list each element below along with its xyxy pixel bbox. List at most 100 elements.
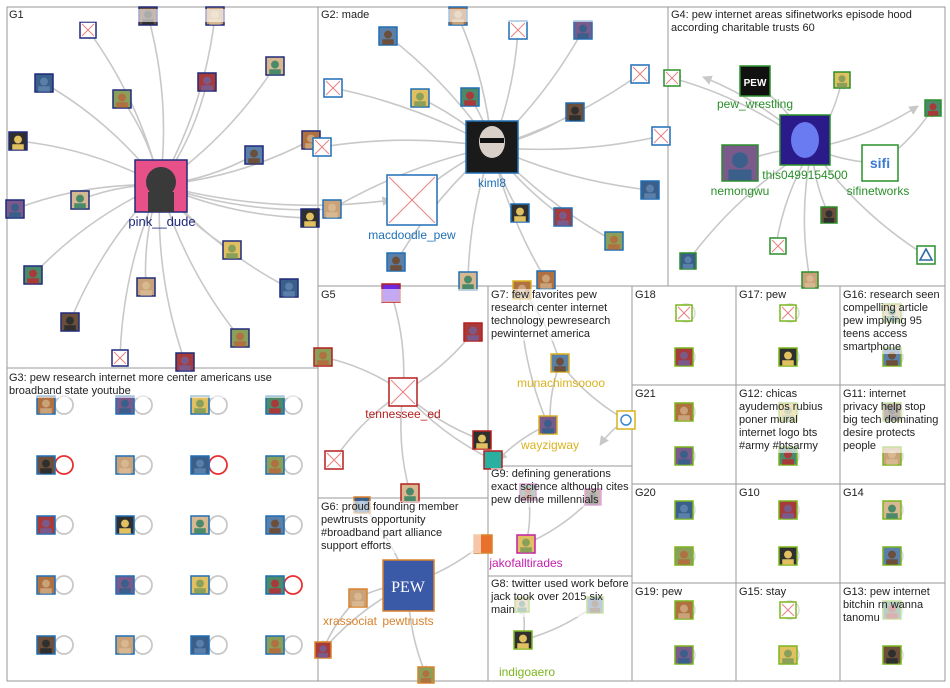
user-avatar[interactable] bbox=[779, 547, 797, 565]
user-avatar[interactable] bbox=[779, 348, 797, 366]
user-avatar[interactable] bbox=[37, 576, 55, 594]
tennessee-ed-missing-image-icon[interactable] bbox=[389, 378, 417, 406]
butterfly-avatar[interactable] bbox=[266, 57, 284, 75]
user-avatar[interactable] bbox=[191, 636, 209, 654]
user-avatar[interactable] bbox=[464, 323, 482, 341]
user-avatar[interactable] bbox=[245, 146, 263, 164]
user-avatar[interactable] bbox=[779, 646, 797, 664]
user-avatar[interactable] bbox=[323, 200, 341, 218]
user-avatar[interactable] bbox=[513, 281, 531, 299]
user-avatar[interactable] bbox=[418, 667, 434, 683]
user-avatar[interactable] bbox=[137, 278, 155, 296]
user-avatar[interactable] bbox=[139, 7, 157, 25]
user-avatar[interactable] bbox=[387, 253, 405, 271]
user-avatar[interactable] bbox=[511, 204, 529, 222]
user-avatar[interactable] bbox=[280, 279, 298, 297]
user-avatar[interactable] bbox=[37, 456, 55, 474]
user-avatar[interactable] bbox=[821, 207, 837, 223]
user-avatar[interactable] bbox=[551, 354, 569, 372]
user-avatar[interactable] bbox=[191, 516, 209, 534]
missing-image-icon[interactable] bbox=[676, 305, 692, 321]
user-avatar[interactable] bbox=[459, 272, 477, 290]
pew-wrestling-logo[interactable]: PEW bbox=[740, 66, 770, 96]
drive-logo-icon[interactable] bbox=[917, 246, 935, 264]
sun-logo-icon[interactable] bbox=[617, 411, 635, 429]
user-avatar[interactable] bbox=[461, 88, 479, 106]
missing-image-icon[interactable] bbox=[780, 305, 796, 321]
user-avatar[interactable] bbox=[37, 396, 55, 414]
user-avatar[interactable] bbox=[116, 396, 134, 414]
user-avatar[interactable] bbox=[6, 200, 24, 218]
missing-image-icon[interactable] bbox=[664, 70, 680, 86]
user-avatar[interactable] bbox=[449, 7, 467, 25]
missing-image-icon[interactable] bbox=[80, 22, 96, 38]
user-avatar[interactable] bbox=[315, 642, 331, 658]
user-avatar[interactable] bbox=[71, 191, 89, 209]
user-avatar[interactable] bbox=[24, 266, 42, 284]
user-avatar[interactable] bbox=[605, 232, 623, 250]
user-avatar[interactable] bbox=[675, 348, 693, 366]
user-avatar[interactable] bbox=[266, 456, 284, 474]
user-avatar[interactable] bbox=[116, 516, 134, 534]
user-avatar[interactable] bbox=[266, 516, 284, 534]
user-avatar[interactable] bbox=[779, 447, 797, 465]
user-avatar[interactable] bbox=[198, 73, 216, 91]
user-avatar[interactable] bbox=[349, 589, 367, 607]
user-avatar[interactable] bbox=[587, 597, 603, 613]
user-avatar[interactable] bbox=[883, 304, 901, 322]
user-avatar[interactable] bbox=[883, 447, 901, 465]
user-avatar[interactable] bbox=[401, 484, 419, 502]
user-avatar[interactable] bbox=[675, 403, 693, 421]
user-avatar[interactable] bbox=[802, 272, 818, 288]
user-avatar[interactable] bbox=[779, 501, 797, 519]
missing-image-icon[interactable] bbox=[325, 451, 343, 469]
user-avatar[interactable] bbox=[925, 100, 941, 116]
user-avatar[interactable] bbox=[675, 447, 693, 465]
user-avatar[interactable] bbox=[223, 241, 241, 259]
user-avatar[interactable] bbox=[883, 601, 901, 619]
user-avatar[interactable] bbox=[554, 208, 572, 226]
missing-image-icon[interactable] bbox=[780, 602, 796, 618]
user-avatar[interactable] bbox=[266, 396, 284, 414]
user-avatar[interactable] bbox=[883, 646, 901, 664]
user-avatar[interactable] bbox=[641, 181, 659, 199]
user-avatar[interactable] bbox=[61, 313, 79, 331]
user-avatar[interactable] bbox=[883, 501, 901, 519]
user-avatar[interactable] bbox=[266, 576, 284, 594]
sifinetworks-logo[interactable]: sifi bbox=[862, 145, 898, 181]
user-avatar[interactable] bbox=[779, 403, 797, 421]
pink-dude-avatar[interactable] bbox=[135, 160, 187, 212]
user-avatar[interactable] bbox=[515, 598, 529, 612]
user-avatar[interactable] bbox=[37, 516, 55, 534]
user-avatar[interactable] bbox=[35, 74, 53, 92]
purple-brand-avatar[interactable] bbox=[382, 284, 400, 302]
user-avatar[interactable] bbox=[537, 271, 555, 289]
user-avatar[interactable] bbox=[883, 547, 901, 565]
user-avatar[interactable] bbox=[675, 501, 693, 519]
user-avatar[interactable] bbox=[517, 535, 535, 553]
user-avatar[interactable] bbox=[883, 348, 901, 366]
missing-image-icon[interactable] bbox=[112, 350, 128, 366]
user-avatar[interactable] bbox=[206, 7, 224, 25]
user-avatar[interactable] bbox=[883, 403, 901, 421]
missing-image-icon[interactable] bbox=[631, 65, 649, 83]
missing-image-icon[interactable] bbox=[770, 238, 786, 254]
user-avatar[interactable] bbox=[191, 396, 209, 414]
macdoodle-missing-image-icon[interactable] bbox=[387, 175, 437, 225]
user-avatar[interactable] bbox=[379, 27, 397, 45]
missing-image-icon[interactable] bbox=[324, 79, 342, 97]
missing-image-icon[interactable] bbox=[509, 21, 527, 39]
kiml8-avatar[interactable] bbox=[466, 121, 518, 173]
orange-logo-icon[interactable] bbox=[474, 535, 492, 553]
user-avatar[interactable] bbox=[37, 636, 55, 654]
missing-image-icon[interactable] bbox=[313, 138, 331, 156]
user-avatar[interactable] bbox=[191, 456, 209, 474]
pewtrusts-logo[interactable]: PEW bbox=[383, 560, 434, 611]
user-avatar[interactable] bbox=[176, 353, 194, 371]
user-avatar[interactable] bbox=[116, 456, 134, 474]
user-avatar[interactable] bbox=[473, 431, 491, 449]
user-avatar[interactable] bbox=[585, 489, 601, 505]
nemongwu-avatar[interactable] bbox=[722, 145, 758, 181]
user-avatar[interactable] bbox=[9, 132, 27, 150]
user-avatar[interactable] bbox=[574, 21, 592, 39]
